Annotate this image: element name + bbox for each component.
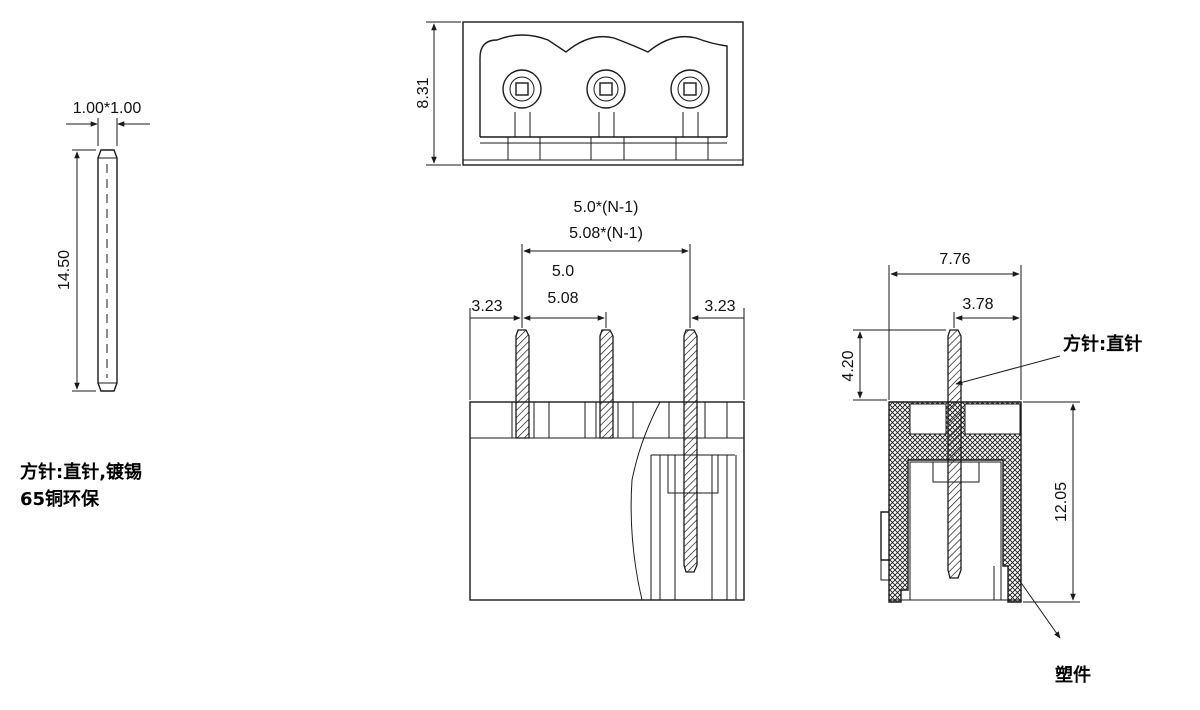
side-body-height-dimension: 12.05 — [1053, 482, 1070, 522]
pin-length-dimension: 14.50 — [56, 250, 73, 290]
top-height-dimension: 8.31 — [415, 77, 432, 108]
right-margin-dimension: 3.23 — [704, 298, 735, 315]
pin-width-dimension: 1.00*1.00 — [73, 100, 142, 117]
left-margin-dimension: 3.23 — [471, 298, 502, 315]
pitch-total-b-dimension: 5.08*(N-1) — [569, 225, 643, 242]
front-pin-3 — [683, 329, 698, 573]
top-contact-2 — [586, 69, 626, 161]
material-note-line1: 方针:直针,镀锡 — [20, 461, 142, 483]
top-contact-3 — [670, 69, 710, 161]
side-width-dimension: 7.76 — [939, 251, 970, 268]
pin-detail-view: 1.00*1.00 14.50 — [56, 100, 150, 392]
front-pin-1 — [515, 329, 530, 439]
pitch-a-dimension: 5.0 — [552, 263, 574, 280]
top-contact-1 — [502, 69, 542, 161]
top-view: 8.31 — [415, 21, 744, 166]
pitch-total-a-dimension: 5.0*(N-1) — [574, 199, 639, 216]
front-view: 5.0*(N-1) 5.08*(N-1) 5.0 5.08 3.23 3.23 — [469, 199, 745, 601]
side-pin-height-dimension: 4.20 — [840, 350, 857, 381]
pitch-b-dimension: 5.08 — [547, 290, 578, 307]
front-pin-2 — [599, 329, 614, 439]
side-pin-offset-dimension: 3.78 — [962, 296, 993, 313]
material-note-line2: 65铜环保 — [20, 488, 100, 510]
plastic-label: 塑件 — [1055, 664, 1091, 686]
plastic-housing-section — [888, 401, 1022, 603]
side-pin — [947, 329, 962, 579]
side-view: 7.76 3.78 4.20 12.05 方针:直针 塑件 — [840, 251, 1142, 686]
pin-type-label: 方针:直针 — [1063, 333, 1142, 355]
